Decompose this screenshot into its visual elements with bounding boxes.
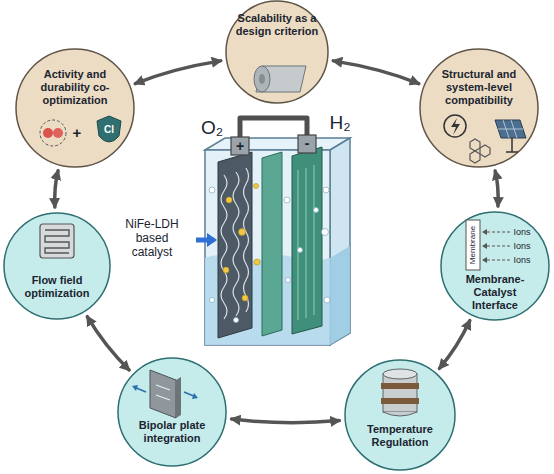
gas-label: O₂ (201, 116, 223, 139)
concept-circle: Temperature Regulation (344, 359, 456, 471)
cycle-arrow (439, 320, 469, 368)
chloride-label: Cl (104, 124, 114, 136)
catalyst-label: NiFe-LDH based catalyst (114, 217, 190, 259)
circle-outline (419, 48, 539, 168)
membrane-label: Membrane (468, 226, 478, 264)
cycle-arrow (55, 171, 58, 207)
concept-circle: Structural and system-level compatibilit… (419, 48, 539, 168)
concept-circle: Bipolar plate integration (117, 357, 227, 467)
cycle-arrow (495, 171, 498, 206)
node-title: Activity and durability co-optimization (25, 68, 125, 107)
ion-label: Ions (513, 227, 530, 238)
node-title: Membrane-Catalyst Interface (450, 273, 540, 312)
cycle-arrow (87, 317, 129, 370)
terminal-sign: - (305, 134, 310, 152)
concept-circle: Membrane-Catalyst Interface (440, 211, 550, 321)
node-title: Bipolar plate integration (124, 419, 220, 445)
cycle-arrow (135, 61, 220, 84)
cycle-arrow (232, 419, 340, 423)
circle-outline (15, 48, 135, 168)
gas-label: H₂ (329, 111, 350, 134)
concept-circle: Flow field optimization (3, 212, 111, 320)
plus-sign: + (73, 124, 82, 142)
concept-circle: Scalability as a design criterion (225, 0, 329, 104)
ion-label: Ions (513, 241, 530, 252)
node-title: Temperature Regulation (350, 423, 450, 449)
concept-circle: Activity and durability co-optimization (15, 48, 135, 168)
ion-label: Ions (513, 255, 530, 266)
node-title: Structural and system-level compatibilit… (429, 68, 529, 107)
node-title: Scalability as a design criterion (234, 12, 320, 38)
terminal-sign: + (236, 138, 244, 155)
cycle-arrow (333, 61, 418, 84)
node-title: Flow field optimization (12, 274, 102, 300)
